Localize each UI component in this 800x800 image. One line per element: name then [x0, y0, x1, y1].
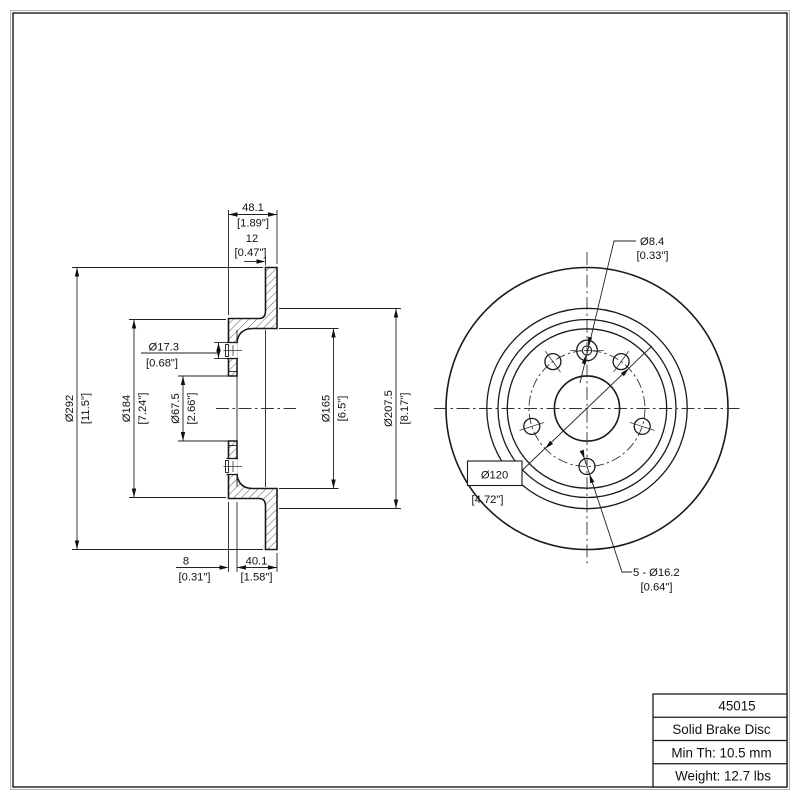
dim-hat-outer-diameter-inch: [7.24"]	[137, 393, 149, 425]
dim-friction-inner-diameter-mm: Ø207.5	[383, 390, 395, 427]
section-lug-hole-bottom	[223, 457, 242, 476]
dim-center-bore-mm: Ø67.5	[170, 393, 182, 423]
dim-overall-width: 48.1 [1.89"]	[228, 202, 278, 315]
dim-hat-outer-diameter-mm: Ø184	[121, 395, 133, 422]
dim-overall-width-inch: [1.89"]	[237, 218, 269, 230]
dim-mount-hole-mm: Ø17.3	[149, 342, 179, 354]
dim-bolt-circle-mm: Ø120	[481, 470, 508, 482]
dim-set-screw-hole-mm: Ø8.4	[640, 236, 664, 248]
section-top-half	[227, 266, 278, 377]
dim-hat-inner-diameter-inch: [6.5"]	[337, 396, 349, 422]
weight: Weight: 12.7 lbs	[675, 769, 771, 784]
sheet-border	[10, 10, 790, 790]
lug-hole	[633, 417, 651, 436]
dim-center-bore: Ø67.5 [2.66"]	[170, 375, 228, 442]
dim-disc-thickness-inch: [0.47"]	[235, 247, 267, 259]
dim-set-screw-hole: Ø8.4 [0.33"]	[579, 236, 669, 384]
dim-hat-inner-diameter: Ø165 [6.5"]	[279, 328, 349, 489]
dim-hat-depth: 40.1 [1.58"]	[237, 553, 278, 584]
dim-mount-face-thickness-mm: 8	[183, 556, 189, 568]
dim-outer-diameter: Ø292 [11.5"]	[64, 267, 263, 550]
dim-mount-face-thickness-inch: [0.31"]	[179, 572, 211, 584]
min-thickness: Min Th: 10.5 mm	[671, 746, 771, 761]
dim-friction-inner-diameter: Ø207.5 [8.17"]	[279, 308, 411, 509]
dim-lug-holes: 5 - Ø16.2 [0.64"]	[579, 449, 680, 594]
part-number: 45015	[718, 699, 755, 714]
dim-mount-hole: Ø17.3 [0.68"]	[141, 342, 228, 370]
dim-mount-hole-inch: [0.68"]	[146, 358, 178, 370]
lug-hole	[612, 352, 630, 371]
section-bottom-half	[227, 440, 278, 551]
dim-set-screw-hole-inch: [0.33"]	[637, 250, 669, 262]
dim-disc-thickness-mm: 12	[246, 233, 258, 245]
dim-lug-holes-mm: 5 - Ø16.2	[633, 567, 680, 579]
dim-hat-depth-mm: 40.1	[246, 556, 268, 568]
title-block: 45015 Solid Brake Disc Min Th: 10.5 mm W…	[652, 693, 788, 788]
dim-hat-outer-diameter: Ø184 [7.24"]	[121, 319, 226, 498]
dim-lug-holes-inch: [0.64"]	[641, 582, 673, 594]
dim-outer-diameter-mm: Ø292	[64, 395, 76, 422]
dim-center-bore-inch: [2.66"]	[186, 393, 198, 425]
dim-disc-thickness: 12 [0.47"]	[235, 233, 267, 266]
dim-overall-width-mm: 48.1	[242, 202, 264, 214]
dim-bolt-circle: Ø120 [4.72"]	[466, 345, 653, 506]
lug-hole	[544, 352, 562, 371]
dim-mount-face-thickness: 8 [0.31"]	[176, 502, 238, 584]
front-view: Ø8.4 [0.33"] Ø120 [4.72"] 5 - Ø16.2 [0.6…	[434, 236, 740, 594]
dim-friction-inner-diameter-inch: [8.17"]	[399, 393, 411, 425]
dim-hat-depth-inch: [1.58"]	[241, 572, 273, 584]
section-lug-hole-top	[223, 341, 242, 360]
product-name: Solid Brake Disc	[672, 722, 771, 737]
dim-outer-diameter-inch: [11.5"]	[80, 393, 92, 424]
section-view: 48.1 [1.89"] 12 [0.47"] Ø292 [11.5"] Ø18	[64, 202, 411, 584]
dim-bolt-circle-inch: [4.72"]	[472, 494, 504, 506]
lug-hole	[523, 417, 541, 436]
dim-hat-inner-diameter-mm: Ø165	[321, 395, 333, 422]
